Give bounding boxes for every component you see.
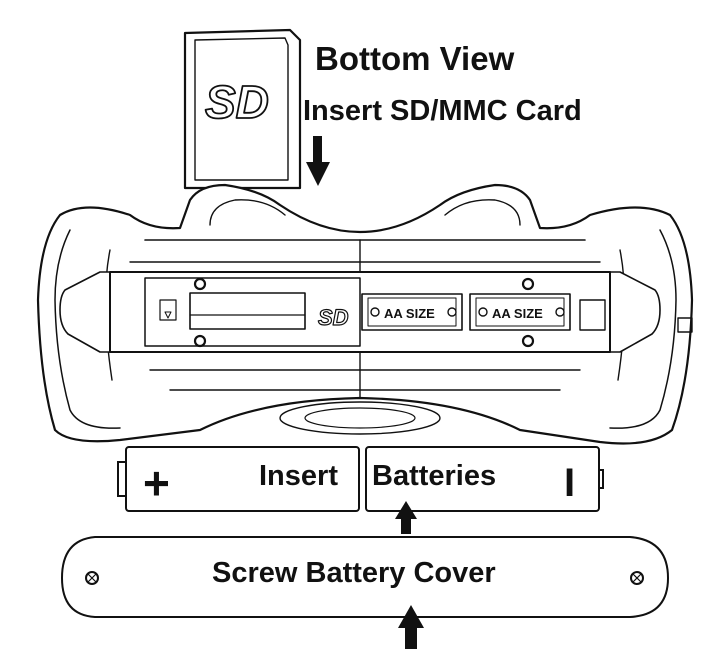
slot-1-minus-icon — [447, 307, 457, 317]
battery-slot-1-label: AA SIZE — [384, 306, 435, 321]
sd-card-logo: SD — [205, 76, 269, 128]
battery-plus-sign: + — [143, 457, 170, 509]
sd-card: SD — [183, 28, 302, 190]
compartment-sd-logo: SD — [318, 305, 349, 330]
slot-1-plus-icon — [370, 307, 380, 317]
cover-label: Screw Battery Cover — [212, 557, 496, 589]
cover-insert-arrow — [398, 605, 424, 649]
sd-insert-label: Insert SD/MMC Card — [303, 95, 582, 127]
battery-compartment: SD — [59, 271, 661, 353]
slot-2-minus-icon — [555, 307, 565, 317]
slot-2-plus-icon — [478, 307, 488, 317]
battery-insert-arrow — [395, 501, 417, 534]
page-title: Bottom View — [315, 40, 515, 77]
sd-insert-arrow — [306, 136, 330, 186]
insert-label: Insert — [259, 460, 338, 492]
battery-minus-sign: I — [564, 461, 575, 505]
battery-slot-2-label: AA SIZE — [492, 306, 543, 321]
batteries-label: Batteries — [372, 460, 497, 492]
